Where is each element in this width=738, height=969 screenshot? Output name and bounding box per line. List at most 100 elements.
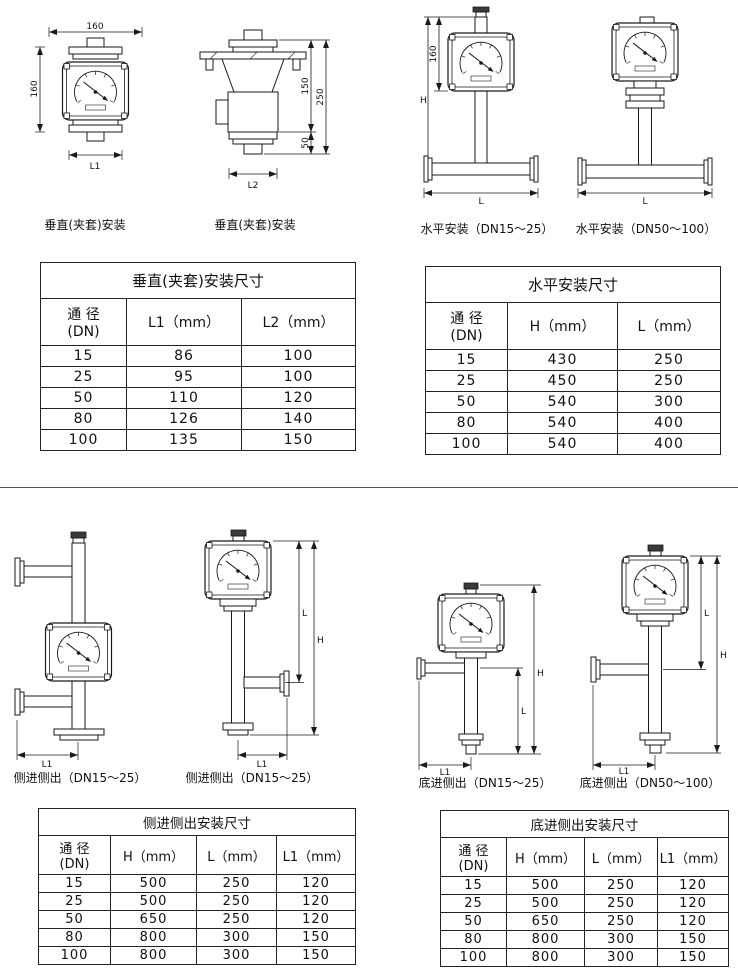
table-cell: 500	[506, 876, 585, 895]
dim-label: L1	[42, 760, 53, 768]
dn-line2: (DN)	[67, 324, 100, 340]
table-cell: 800	[506, 930, 585, 949]
table-cell: 540	[507, 433, 618, 455]
column-header: L1（mm）	[276, 835, 356, 875]
drawing-caption: 底进侧出（DN15～25）	[418, 776, 552, 790]
gauge-dial	[622, 556, 688, 614]
dim-label: H	[317, 636, 324, 646]
drawing-side-in-side-out-1: L1	[14, 531, 165, 768]
table-cell: 800	[110, 928, 197, 947]
table-cell: 25	[38, 892, 111, 911]
table-cell: 15	[40, 345, 127, 367]
dn-line2: (DN)	[59, 857, 90, 872]
dim-label: L1	[257, 760, 268, 768]
dim-label: 160	[86, 22, 103, 32]
table-cell: 95	[126, 366, 242, 388]
table-cell: 500	[506, 894, 585, 913]
drawing-caption: 底进侧出（DN50～100）	[579, 776, 721, 790]
dim-label: L2	[248, 181, 259, 191]
table-cell: 650	[506, 912, 585, 931]
table-cell: 400	[616, 433, 722, 455]
table-cell: 300	[584, 948, 658, 967]
table-cell: 150	[657, 930, 729, 949]
dim-label: L	[704, 609, 709, 619]
table-cell: 135	[126, 429, 242, 451]
table-title: 垂直(夹套)安装尺寸	[39, 262, 357, 299]
dim-label: L	[642, 197, 647, 205]
dim-label: L	[302, 609, 307, 619]
drawing-horizontal-dn15-25: 160 H L	[420, 6, 539, 205]
dim-label: L	[478, 197, 483, 205]
table-cell: 500	[110, 874, 197, 893]
table-cell: 25	[425, 370, 508, 392]
table-cell: 250	[196, 892, 277, 911]
table-cell: 25	[40, 366, 127, 388]
gauge-dial	[63, 62, 129, 120]
table-cell: 540	[507, 391, 618, 413]
section-bottom-in-side-out: L H L1 L H	[390, 488, 738, 969]
table-cell: 250	[196, 910, 277, 929]
table-cell: 300	[196, 928, 277, 947]
table-cell: 800	[506, 948, 585, 967]
dim-label: 160	[30, 80, 40, 97]
table-cell: 400	[616, 412, 722, 434]
table-cell: 150	[657, 948, 729, 967]
gauge-dial	[46, 623, 112, 681]
table-cell: 450	[507, 370, 618, 392]
gauge-dial	[612, 23, 678, 81]
table-cell: 120	[276, 874, 356, 893]
table-cell: 50	[425, 391, 508, 413]
drawing-vertical-front-view: 160 160 L1	[30, 22, 143, 172]
table-cell: 300	[584, 930, 658, 949]
drawing-caption: 垂直(夹套)安装	[44, 218, 126, 232]
dn-line2: (DN)	[450, 328, 483, 344]
drawing-bottom-in-side-out-2: L H L1	[590, 544, 727, 775]
table-title: 水平安装尺寸	[424, 266, 722, 303]
table-cell: 140	[240, 408, 357, 430]
table-cell: 120	[657, 876, 729, 895]
dn-line2: (DN)	[458, 859, 489, 874]
table-cell: 80	[440, 930, 507, 949]
table-cell: 80	[425, 412, 508, 434]
table-cell: 300	[616, 391, 722, 413]
drawing-caption: 侧进侧出（DN15～25）	[185, 771, 319, 785]
table-cell: 150	[276, 928, 356, 947]
table-cell: 80	[38, 928, 111, 947]
table-cell: 120	[657, 894, 729, 913]
drawing-horizontal-dn50-100: L	[577, 16, 713, 205]
drawing-caption: 垂直(夹套)安装	[214, 218, 296, 232]
table-cell: 100	[440, 948, 507, 967]
drawing-caption: 水平安装（DN50～100）	[575, 222, 717, 236]
table-cell: 80	[40, 408, 127, 430]
table-cell: 120	[276, 892, 356, 911]
table-cell: 15	[440, 876, 507, 895]
dn-line1: 通 径	[450, 311, 483, 327]
table-cell: 120	[240, 387, 357, 409]
section-side-in-side-out: L1 L H L1 侧进侧出（DN15～25）	[0, 488, 390, 969]
table-cell: 250	[616, 349, 722, 371]
gauge-dial	[205, 541, 271, 599]
table-cell: 25	[440, 894, 507, 913]
table-cell: 100	[425, 433, 508, 455]
table-cell: 110	[126, 387, 242, 409]
gauge-dial	[448, 33, 514, 91]
